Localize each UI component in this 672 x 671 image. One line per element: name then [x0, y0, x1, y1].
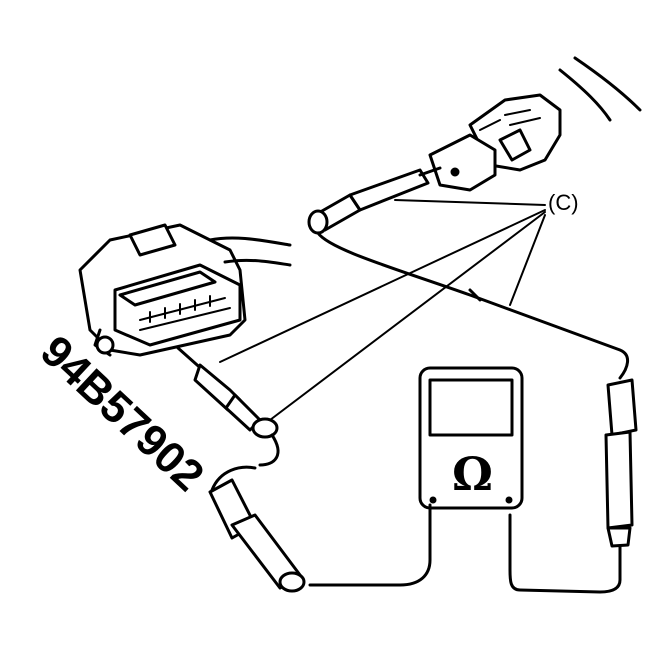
upper-test-probe [307, 166, 442, 235]
ecu-connector [78, 223, 247, 357]
callout-leaders [219, 199, 546, 421]
callout-label: (C) [548, 190, 579, 215]
upper-harness-cable [558, 56, 642, 122]
left-meter-lead [208, 465, 306, 593]
ohm-symbol: Ω [452, 447, 493, 501]
ecu-test-probe [176, 346, 280, 467]
ohmmeter: Ω [308, 366, 524, 587]
upper-lead-wire [316, 231, 629, 380]
ecu-harness-cable [208, 236, 292, 267]
upper-connector [428, 93, 562, 192]
right-meter-lead [508, 378, 638, 594]
